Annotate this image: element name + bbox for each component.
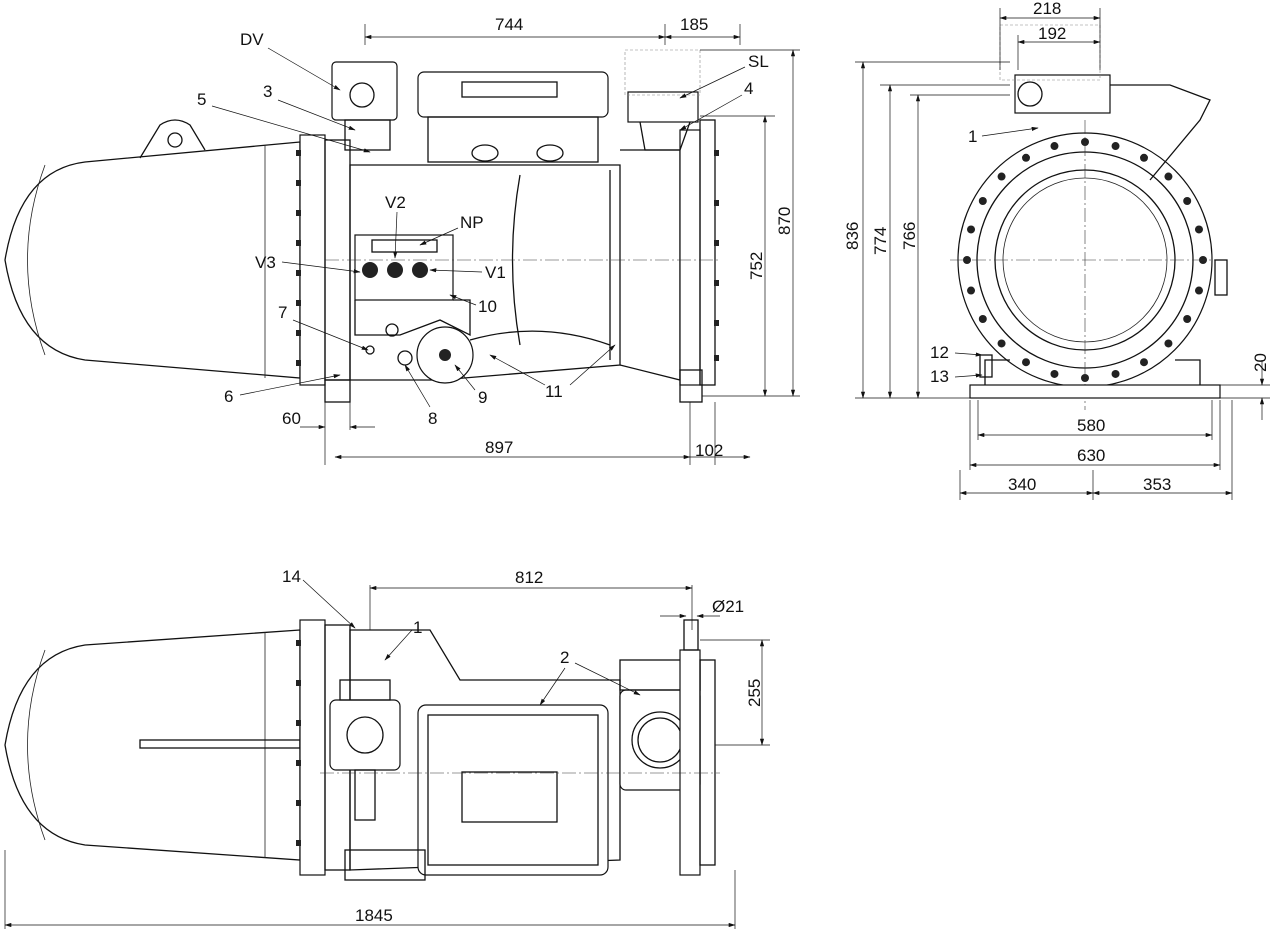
flange-bolt — [1111, 369, 1120, 378]
flange-bolt — [1183, 197, 1192, 205]
flange-bolt — [1194, 286, 1203, 295]
dim-218: 218 — [1033, 0, 1061, 18]
flange-bolt — [1164, 339, 1173, 348]
dim-752: 752 — [747, 252, 766, 280]
compressor-body — [349, 164, 621, 381]
top-view-dimensions: 812 Ø21 255 1845 — [4, 568, 770, 929]
dim-20: 20 — [1251, 353, 1270, 372]
dim-630: 630 — [1077, 446, 1105, 465]
flange-bolt — [997, 172, 1006, 181]
label-10: 10 — [478, 297, 497, 316]
side-view-callouts: DV 3 5 SL 4 V2 NP V3 V1 10 7 6 8 9 11 — [197, 30, 769, 428]
top-view — [4, 619, 720, 881]
flange-bolt — [1194, 225, 1203, 234]
flange-bolt — [1022, 153, 1030, 162]
dim-1845: 1845 — [355, 906, 393, 925]
dim-897: 897 — [485, 438, 513, 457]
label-13: 13 — [930, 367, 949, 386]
dim-192: 192 — [1038, 24, 1066, 43]
label-1-top: 1 — [413, 618, 422, 637]
end-view — [950, 24, 1228, 410]
label-8: 8 — [428, 409, 437, 428]
label-12: 12 — [930, 343, 949, 362]
flange-bolt — [967, 225, 976, 234]
discharge-valve — [331, 61, 398, 121]
foot — [324, 379, 351, 403]
flange-bolt — [1111, 142, 1120, 151]
flange-bolt — [1140, 358, 1148, 367]
flange-bolt — [997, 339, 1006, 348]
flange-bolt — [978, 315, 987, 323]
flange-bolt — [1050, 142, 1059, 151]
label-V1: V1 — [485, 263, 506, 282]
flange-bolt — [978, 197, 987, 205]
label-DV: DV — [240, 30, 264, 49]
label-4: 4 — [744, 79, 753, 98]
terminal-box — [417, 71, 609, 118]
side-view-dimensions: 744 185 752 870 60 897 102 — [282, 15, 800, 465]
flange-bolt — [1140, 153, 1148, 162]
motor-flange — [299, 134, 326, 386]
dim-836: 836 — [843, 222, 862, 250]
flange-bolt — [1183, 315, 1192, 323]
label-7: 7 — [278, 303, 287, 322]
end-view-dimensions: 218 192 836 774 766 20 580 630 340 353 — [843, 0, 1270, 500]
label-SL: SL — [748, 52, 769, 71]
label-V3: V3 — [255, 253, 276, 272]
label-5: 5 — [197, 90, 206, 109]
dim-744: 744 — [495, 15, 523, 34]
flange-bolt — [1050, 369, 1059, 378]
dim-o21: Ø21 — [712, 597, 744, 616]
label-NP: NP — [460, 213, 484, 232]
flange-bolt — [1022, 358, 1030, 367]
foot — [679, 369, 703, 403]
label-V2: V2 — [385, 193, 406, 212]
motor-housing — [4, 629, 301, 861]
dim-870: 870 — [775, 207, 794, 235]
dim-185: 185 — [680, 15, 708, 34]
label-2: 2 — [560, 648, 569, 667]
shaft-rod — [139, 739, 301, 749]
flange-bolt — [967, 286, 976, 295]
terminal-box-top — [417, 704, 609, 876]
flange-bolt — [1081, 374, 1089, 382]
label-11: 11 — [545, 382, 563, 401]
label-6: 6 — [224, 387, 233, 406]
label-3: 3 — [263, 82, 272, 101]
end-view-callouts: 1 12 13 — [930, 126, 1039, 386]
dim-102: 102 — [695, 441, 723, 460]
label-14: 14 — [282, 567, 301, 586]
dim-766: 766 — [900, 222, 919, 250]
label-9: 9 — [478, 388, 487, 407]
dim-580: 580 — [1077, 416, 1105, 435]
discharge-valve-top — [329, 699, 401, 771]
top-view-callouts: 14 1 2 — [282, 567, 641, 706]
dim-255: 255 — [745, 679, 764, 707]
dim-353: 353 — [1143, 475, 1171, 494]
suction-flange — [627, 91, 699, 123]
base-frame — [969, 384, 1221, 399]
lifting-eye — [139, 119, 206, 159]
dim-340: 340 — [1008, 475, 1036, 494]
flange-bolt — [1164, 172, 1173, 181]
dim-60: 60 — [282, 409, 301, 428]
motor-housing — [4, 141, 301, 379]
label-1: 1 — [968, 127, 977, 146]
side-view — [4, 49, 720, 403]
dim-774: 774 — [871, 227, 890, 255]
dim-812: 812 — [515, 568, 543, 587]
